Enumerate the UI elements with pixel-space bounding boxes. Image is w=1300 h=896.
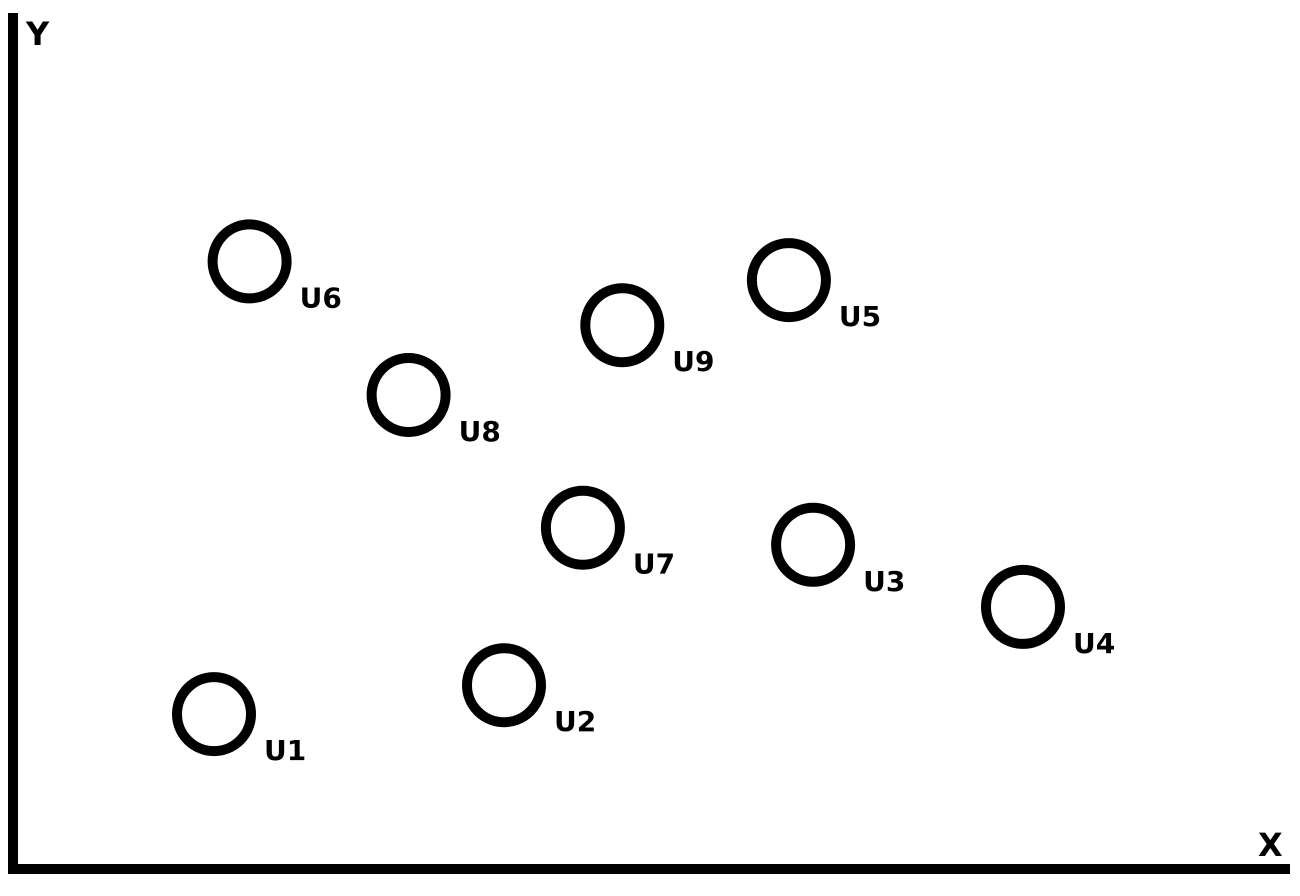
point-label-u9: U9 bbox=[672, 345, 714, 378]
point-marker-u1 bbox=[172, 672, 256, 757]
point-label-u1: U1 bbox=[264, 734, 306, 767]
y-axis-label: Y bbox=[25, 15, 50, 53]
point-label-u4: U4 bbox=[1073, 627, 1115, 660]
point-marker-u2 bbox=[462, 643, 546, 728]
data-point-u8: U8 bbox=[366, 353, 501, 448]
point-label-u7: U7 bbox=[633, 548, 675, 581]
data-point-u3: U3 bbox=[771, 502, 905, 598]
point-marker-u5 bbox=[746, 238, 831, 323]
data-point-u9: U9 bbox=[580, 283, 715, 378]
data-point-u7: U7 bbox=[540, 485, 675, 581]
point-label-u8: U8 bbox=[459, 415, 501, 448]
point-marker-u7 bbox=[540, 485, 625, 570]
data-point-u2: U2 bbox=[462, 643, 596, 738]
data-point-u6: U6 bbox=[207, 219, 342, 314]
point-label-u5: U5 bbox=[839, 300, 881, 333]
point-marker-u6 bbox=[207, 219, 292, 304]
data-point-u1: U1 bbox=[172, 672, 306, 767]
point-label-u2: U2 bbox=[554, 705, 596, 738]
x-axis-label: X bbox=[1258, 826, 1283, 864]
point-marker-u4 bbox=[981, 564, 1065, 649]
point-marker-u3 bbox=[771, 502, 856, 587]
point-label-u3: U3 bbox=[863, 565, 905, 598]
point-label-u6: U6 bbox=[300, 281, 342, 314]
point-marker-u8 bbox=[366, 353, 451, 437]
data-point-u4: U4 bbox=[981, 564, 1115, 660]
data-point-u5: U5 bbox=[746, 238, 881, 333]
point-marker-u9 bbox=[580, 283, 665, 368]
